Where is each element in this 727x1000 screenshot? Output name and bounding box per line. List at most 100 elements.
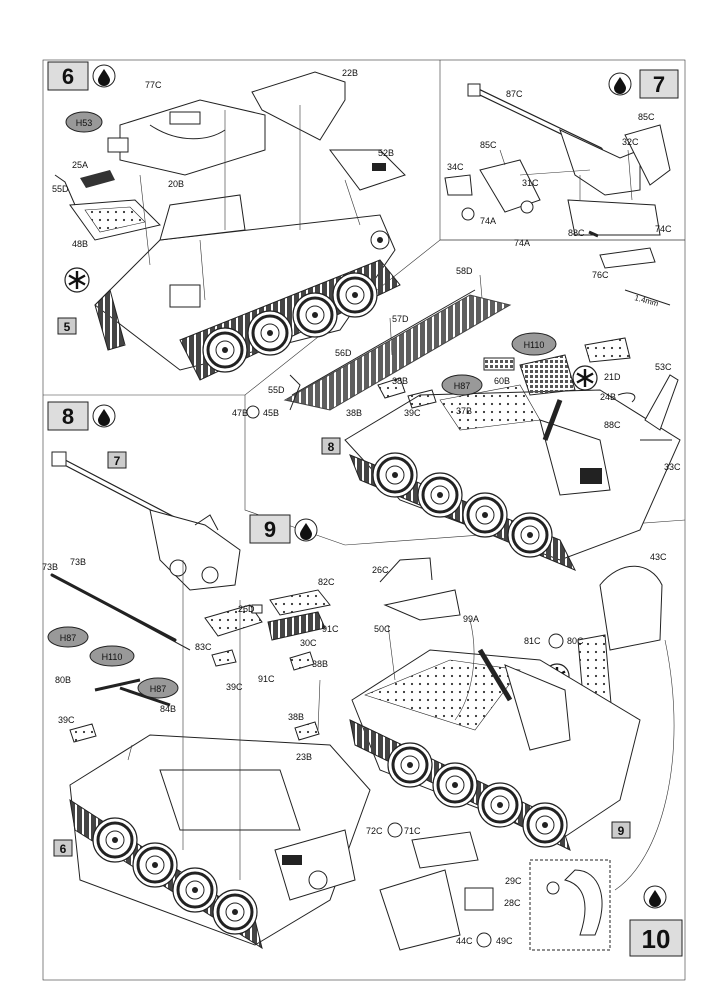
label-57D: 57D — [392, 314, 409, 324]
hull-assembly-6 — [69, 734, 371, 950]
part-24B — [617, 392, 636, 403]
step-7-number: 7 — [639, 69, 679, 99]
label-52B: 52B — [378, 148, 394, 158]
hull-assembly-5 — [94, 194, 401, 381]
part-38B — [294, 721, 320, 741]
label-83C: 83C — [195, 642, 212, 652]
paint-drop-icon — [92, 64, 116, 88]
label-33C: 33C — [664, 462, 681, 472]
detail-inset — [529, 859, 611, 951]
part-39C — [407, 389, 437, 409]
label-38B: 38B — [346, 408, 362, 418]
label-74A: 74A — [514, 238, 530, 248]
part-55D-rod — [289, 374, 301, 411]
part-80B — [94, 678, 141, 692]
ref-box-8: 8 — [321, 437, 341, 455]
step-8-panel: 8 7 — [47, 401, 241, 591]
label-73B: 73B — [70, 557, 86, 567]
svg-text:10: 10 — [642, 924, 671, 954]
part-53C — [644, 374, 679, 431]
paint-callout-h87: H87 — [441, 374, 483, 396]
label-48B: 48B — [72, 239, 88, 249]
step-9-left-panel: H87 H110 H87 6 73B 73B 26D 82C 91C 30C 8… — [42, 557, 371, 950]
part-60B — [483, 357, 515, 371]
svg-text:9: 9 — [264, 517, 276, 542]
part-44C-plate — [379, 869, 461, 951]
label-45B: 45B — [263, 408, 279, 418]
svg-text:H110: H110 — [524, 340, 545, 350]
glue-star-icon — [63, 266, 91, 294]
paint-callout-h110: H110 — [511, 332, 557, 356]
label-28C: 28C — [504, 898, 521, 908]
svg-text:H87: H87 — [454, 381, 471, 391]
label-30C: 30C — [300, 638, 317, 648]
label-60B: 60B — [494, 376, 510, 386]
track-run-58D — [283, 294, 512, 411]
paint-drop-icon — [608, 72, 632, 96]
label-56D: 56D — [335, 348, 352, 358]
step-6-panel: 6 — [47, 61, 406, 381]
svg-text:8: 8 — [62, 404, 74, 429]
gun-barrel-87C — [467, 83, 671, 196]
part-39C — [69, 723, 97, 743]
paint-drop-icon — [92, 404, 116, 428]
part-38B — [377, 377, 406, 399]
part-26D — [251, 604, 263, 614]
label-31C: 31C — [522, 178, 539, 188]
label-91C: 91C — [322, 624, 339, 634]
part-38B — [289, 651, 315, 671]
label-81C: 81C — [524, 636, 541, 646]
paint-callout-h53: H53 — [65, 111, 103, 133]
svg-text:8: 8 — [328, 440, 335, 454]
label-dimension: 1.4mm — [633, 293, 659, 308]
hull-assembly-8 — [344, 384, 681, 571]
label-80C: 80C — [567, 636, 584, 646]
label-47B: 47B — [232, 408, 248, 418]
part-28C — [464, 887, 494, 911]
label-34C: 34C — [447, 162, 464, 172]
svg-text:5: 5 — [64, 320, 71, 334]
label-25A: 25A — [72, 160, 88, 170]
label-26D: 26D — [238, 604, 255, 614]
label-99A: 99A — [463, 614, 479, 624]
label-43C: 43C — [650, 552, 667, 562]
svg-text:H87: H87 — [150, 684, 167, 694]
svg-text:6: 6 — [60, 842, 67, 856]
label-20B: 20B — [168, 179, 184, 189]
svg-text:H53: H53 — [76, 118, 93, 128]
part-82C — [269, 589, 331, 616]
label-39C: 39C — [226, 682, 243, 692]
label-39C: 39C — [58, 715, 75, 725]
paint-callout-h110-lower: H110 — [89, 645, 135, 667]
part-plate — [411, 831, 479, 869]
part-47B — [246, 405, 260, 419]
label-77C: 77C — [145, 80, 162, 90]
roof-plate-22B — [251, 71, 346, 141]
part-83C — [204, 604, 263, 637]
shield-43C — [599, 565, 663, 651]
part-39C — [211, 649, 237, 667]
label-58D: 58D — [456, 266, 473, 276]
label-55D: 55D — [268, 385, 285, 395]
part-60B-grille — [519, 354, 576, 396]
label-71C: 71C — [404, 826, 421, 836]
label-82C: 82C — [318, 577, 335, 587]
step-9-number: 9 — [249, 514, 291, 544]
glue-star-icon — [571, 364, 599, 392]
label-39C: 39C — [404, 408, 421, 418]
paint-drop-icon — [643, 885, 667, 909]
paint-callout-h87-lower: H87 — [137, 677, 179, 699]
hull-assembly-9 — [349, 648, 641, 851]
label-37B: 37B — [456, 406, 472, 416]
label-38B: 38B — [392, 376, 408, 386]
cradle-74C — [567, 199, 661, 236]
svg-text:9: 9 — [618, 824, 625, 838]
label-21D: 21D — [604, 372, 621, 382]
label-91C: 91C — [258, 674, 275, 684]
part-34C — [444, 174, 473, 196]
superstructure-77C — [119, 99, 266, 176]
label-26C: 26C — [372, 565, 389, 575]
label-24B: 24B — [600, 392, 616, 402]
part-20B-hatch — [107, 137, 129, 153]
